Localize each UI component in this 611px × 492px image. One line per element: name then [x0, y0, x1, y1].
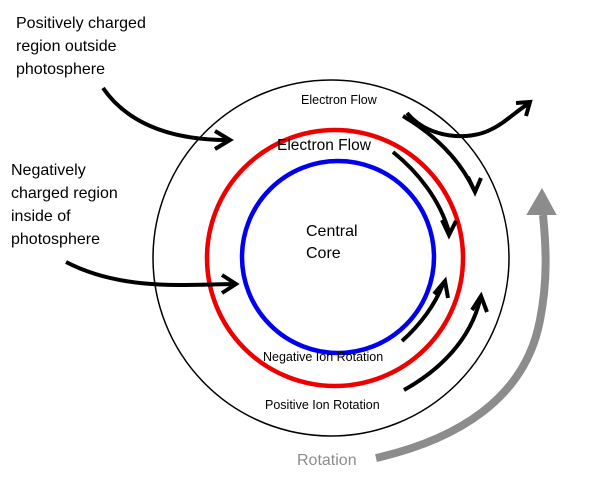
electron-flow-outer-label: Electron Flow	[301, 93, 378, 107]
positive-region-label: Positively charged region outside photos…	[16, 15, 150, 78]
electron-flow-inner-label: Electron Flow	[277, 137, 372, 154]
central-core-label: Central Core	[306, 223, 362, 262]
central-core-ring	[239, 158, 437, 356]
negative-ion-rotation-label: Negative Ion Rotation	[263, 350, 383, 364]
electron-flow-outer-head	[466, 176, 483, 197]
rotation-arrow-head	[526, 187, 557, 215]
outer-boundary-ring	[152, 79, 510, 437]
rotation-label: Rotation	[297, 452, 357, 469]
positive-ion-rotation-arrow	[403, 299, 482, 392]
negative-ion-rotation-arrow	[400, 283, 445, 343]
positive-region-pointer-arrow	[101, 86, 229, 142]
electron-flow-escape-head	[515, 99, 533, 117]
electron-flow-inner-head	[440, 219, 458, 240]
electron-flow-inner-arrow	[391, 150, 451, 233]
negative-ion-rotation-head	[432, 276, 450, 299]
electron-flow-escape-arrow	[405, 102, 530, 139]
positive-ion-rotation-label: Positive Ion Rotation	[265, 398, 380, 412]
positive-ion-rotation-head	[470, 291, 489, 313]
negative-region-label: Negatively charged region inside of phot…	[11, 162, 122, 248]
rotation-arrow	[375, 214, 550, 462]
negative-region-pointer-arrow	[65, 260, 235, 287]
photosphere-ring	[204, 127, 466, 389]
negative-region-pointer-head	[220, 273, 240, 295]
positive-region-pointer-head	[213, 129, 234, 151]
electron-flow-outer-arrow	[401, 114, 476, 191]
